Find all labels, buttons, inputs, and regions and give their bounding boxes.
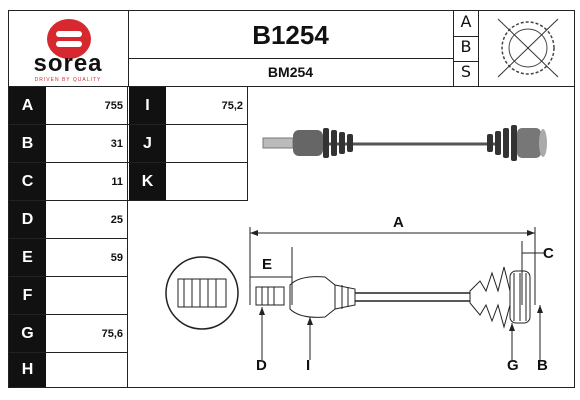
spec-letter-a: A <box>9 87 46 124</box>
spec-letter-k: K <box>129 163 166 200</box>
spec-value-d: 25 <box>110 213 123 226</box>
reference-code: BM254 <box>267 64 314 80</box>
diagram-label-c: C <box>543 245 554 262</box>
diagram-label-g: G <box>507 357 519 374</box>
spec-letter-f: F <box>9 277 46 314</box>
spec-value-f <box>47 277 127 314</box>
abs-divider <box>478 10 479 86</box>
spec-letter-j: J <box>129 125 166 162</box>
diagram-label-e: E <box>262 256 273 273</box>
spec-value-e: 59 <box>110 251 123 264</box>
diagram-label-d: D <box>256 357 267 374</box>
spec-letter-g: G <box>9 315 46 352</box>
driveshaft-photo <box>262 125 547 161</box>
abs-letter-s: S <box>460 62 472 81</box>
driveshaft-diagram <box>165 227 545 360</box>
spec-value-g: 75,6 <box>101 327 123 340</box>
spec-value-i: 75,2 <box>221 99 243 112</box>
header-bottom-line <box>8 86 575 87</box>
diagram-label-b: B <box>537 357 548 374</box>
spec-letter-e: E <box>9 239 46 276</box>
mid-col-right-border <box>247 86 248 201</box>
abs-ring-icon <box>497 18 559 78</box>
table-right-border <box>127 86 128 388</box>
brand-logo <box>12 12 124 88</box>
row-line <box>128 124 248 125</box>
row-line <box>8 124 128 125</box>
spec-value-b: 31 <box>110 137 123 150</box>
row-line <box>128 162 248 163</box>
row-line <box>8 238 128 239</box>
row-line <box>8 276 128 277</box>
sheet-frame <box>8 10 575 388</box>
spec-letter-h: H <box>9 353 46 387</box>
row-line <box>8 352 128 353</box>
brand-tagline: DRIVEN BY QUALITY <box>34 77 102 83</box>
spec-value-a: 755 <box>104 99 123 112</box>
spec-value-c: 11 <box>111 175 123 188</box>
abs-letter-b: B <box>460 37 472 56</box>
part-number: B1254 <box>252 20 329 50</box>
abs-letter-a: A <box>460 12 472 31</box>
spec-letter-d: D <box>9 201 46 238</box>
abs-line-2 <box>453 61 478 62</box>
diagram-label-i: I <box>306 357 311 374</box>
brand-name: sorea <box>33 50 103 77</box>
diagram-label-a: A <box>393 214 404 231</box>
spec-letter-c: C <box>9 163 46 200</box>
row-line <box>8 314 128 315</box>
spec-value-j <box>167 125 247 162</box>
spec-letter-b: B <box>9 125 46 162</box>
row-line <box>8 162 128 163</box>
sorea-logo-mark <box>47 19 91 59</box>
header-divider-right <box>453 10 454 86</box>
spec-value-h <box>47 353 127 387</box>
spec-value-k <box>167 163 247 200</box>
spec-letter-i: I <box>129 87 166 124</box>
header-mid-line <box>128 58 453 59</box>
header-divider-left <box>128 10 129 86</box>
abs-line-1 <box>453 36 478 37</box>
row-line <box>8 200 248 201</box>
